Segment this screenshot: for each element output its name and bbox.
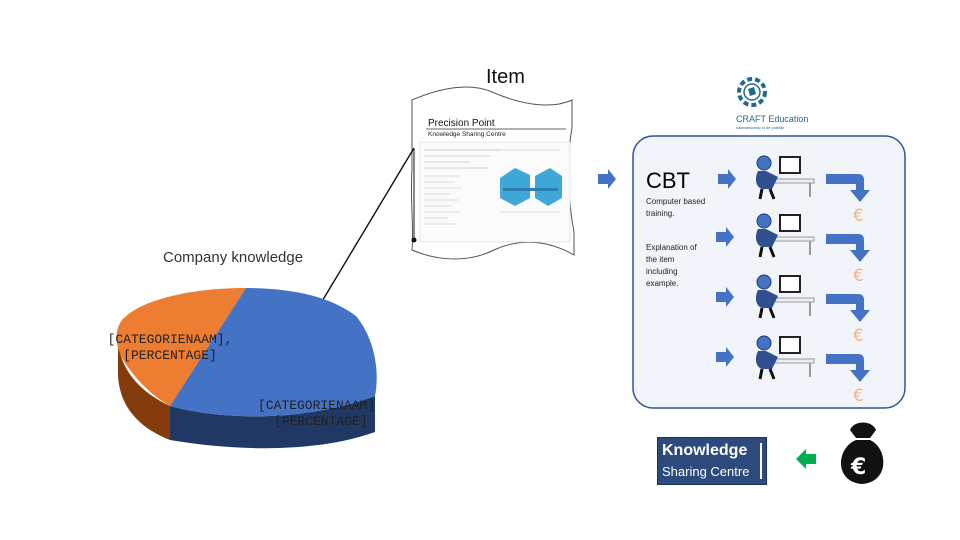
arrow-right-icon: [716, 287, 734, 307]
company-knowledge-label: Company knowledge: [163, 249, 304, 266]
document-title: Precision Point: [428, 118, 495, 129]
cbt-panel: [632, 135, 906, 409]
bent-arrow-icon: [826, 234, 870, 262]
euro-icon: €: [853, 206, 864, 226]
arrow-right-icon: [718, 169, 736, 189]
euro-icon: €: [853, 326, 864, 346]
item-title: Item: [486, 66, 525, 88]
arrow-right-icon: [716, 347, 734, 367]
cbt-description: Computer based training.: [646, 197, 706, 218]
ksc-logo-line1: Knowledge: [662, 442, 748, 459]
pie-label-blue: [CATEGORIENAAM], [PERCENTAGE]: [258, 398, 373, 429]
pie-label-orange: [CATEGORIENAAM], [PERCENTAGE]: [107, 332, 233, 363]
computer-user-icon: [755, 155, 815, 200]
cbt-title: CBT: [646, 168, 690, 193]
euro-icon: €: [853, 386, 864, 406]
arrow-right-icon: [716, 227, 734, 247]
euro-icon: €: [853, 266, 864, 286]
company-knowledge-pie: [116, 288, 377, 449]
pie-slice-blue: [170, 288, 377, 417]
craft-logo-name: CRAFT Education: [736, 114, 809, 124]
knowledge-sharing-centre-logo: Knowledge Sharing Centre: [657, 437, 767, 485]
arrow-left-icon: [796, 449, 816, 469]
bent-arrow-icon: [826, 294, 870, 322]
ksc-logo-line2: Sharing Centre: [662, 464, 750, 479]
document-thumbnail: [419, 141, 571, 243]
document-subtitle: Knowledge Sharing Centre: [428, 131, 506, 138]
computer-user-icon: [755, 213, 815, 258]
craft-logo-icon: [737, 77, 767, 107]
arrow-right-icon: [598, 169, 616, 189]
bent-arrow-icon: [826, 174, 870, 202]
money-bag-icon: €: [840, 422, 884, 484]
bent-arrow-icon: [826, 354, 870, 382]
cbt-explanation: Explanation of the item including exampl…: [646, 243, 697, 288]
pie-slice-blue-side: [170, 396, 375, 449]
pie-slice-orange-side: [118, 340, 170, 440]
computer-user-icon: [755, 274, 815, 319]
svg-text:€: €: [850, 455, 866, 480]
pie-slice-orange: [116, 288, 247, 406]
craft-logo-tagline: vakmanschap in de praktijk: [736, 125, 785, 130]
computer-user-icon: [755, 335, 815, 380]
